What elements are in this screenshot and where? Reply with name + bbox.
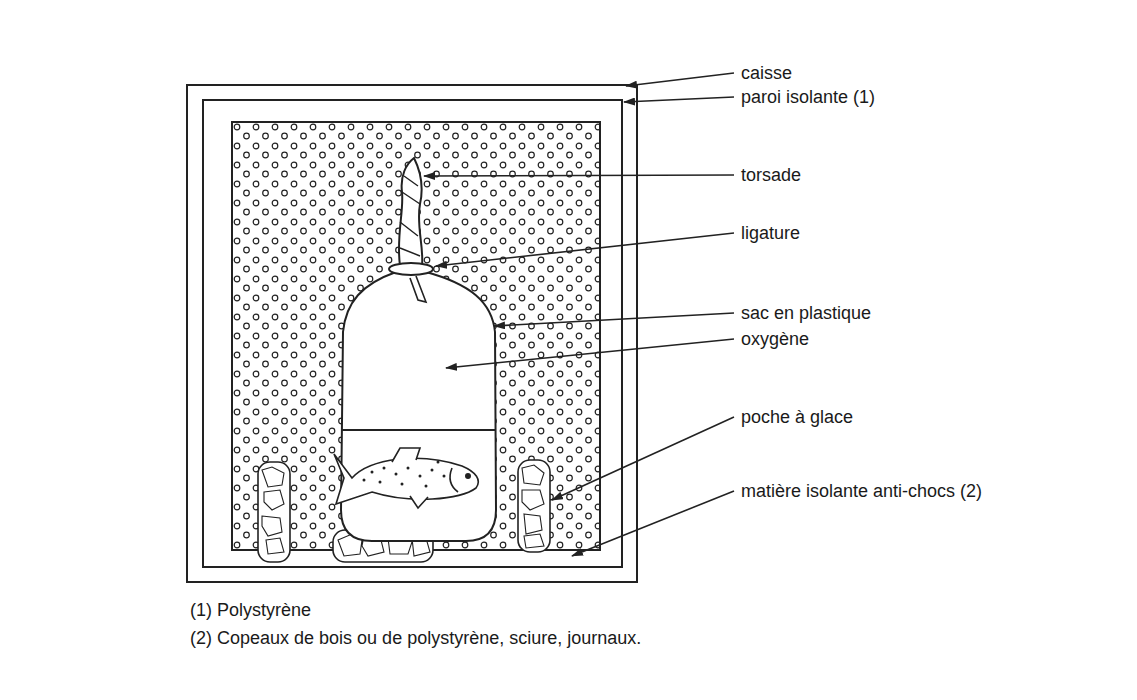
twist-end [410, 276, 426, 302]
leader-line [424, 73, 734, 556]
fish [334, 448, 478, 508]
part-label: caisse [741, 62, 792, 84]
water-line [342, 429, 496, 431]
part-label: torsade [741, 164, 801, 186]
part-label: paroi isolante (1) [741, 86, 875, 108]
outer-crate [187, 85, 637, 582]
part-label: poche à glace [741, 406, 853, 428]
bag-twist [399, 158, 422, 266]
plastic-bag [341, 272, 496, 541]
part-label: matière isolante anti-chocs (2) [741, 480, 982, 502]
ligature [389, 263, 433, 275]
part-label: ligature [741, 222, 800, 244]
part-label: oxygène [741, 328, 809, 350]
footnote: (1) Polystyrène [190, 599, 311, 621]
part-label: sac en plastique [741, 302, 871, 324]
fish-spots [363, 461, 446, 488]
footnote: (2) Copeaux de bois ou de polystyrène, s… [190, 627, 641, 649]
